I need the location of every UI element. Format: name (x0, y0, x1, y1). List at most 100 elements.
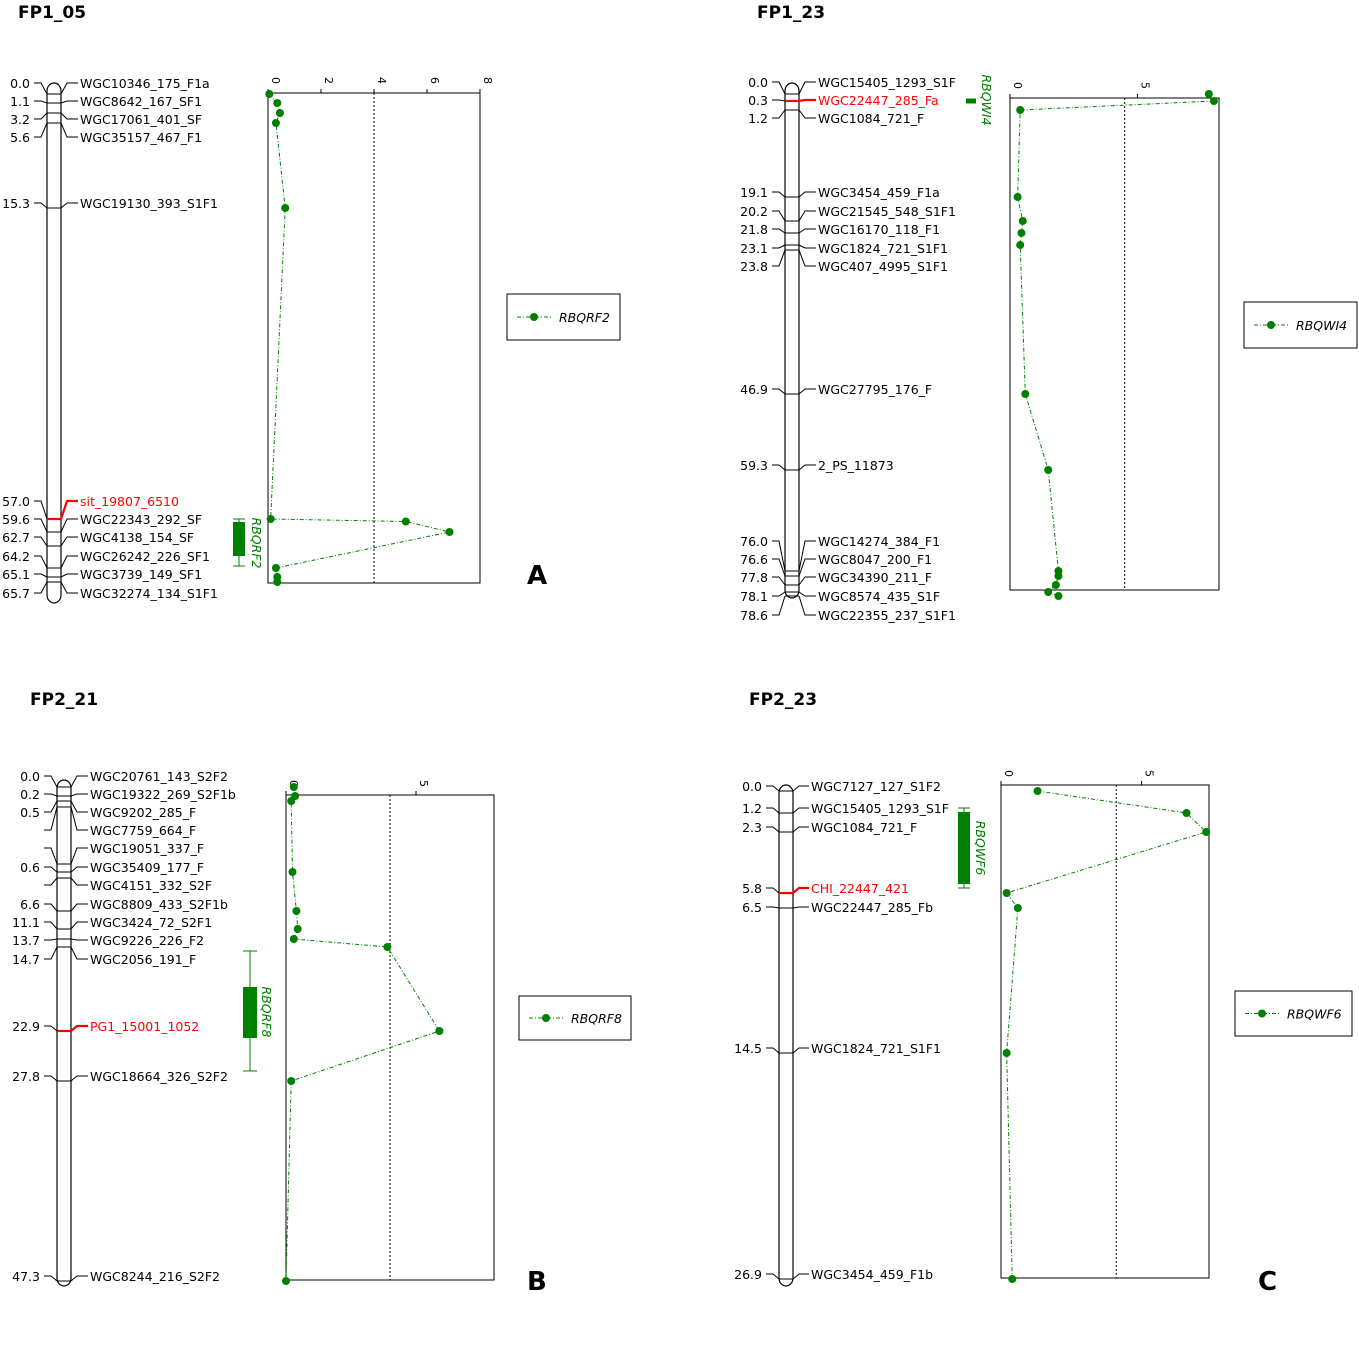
position-connector (44, 847, 58, 865)
lod-point (1008, 1275, 1017, 1283)
lod-point (1204, 90, 1213, 98)
marker-position: 65.7 (2, 586, 30, 601)
marker-name: WGC18664_326_S2F2 (90, 1069, 228, 1084)
legend-label: RBQWF6 (1287, 1007, 1342, 1022)
marker-position: 0.0 (742, 779, 762, 794)
lod-point (1002, 889, 1011, 897)
name-connector (798, 109, 816, 119)
marker-position: 5.6 (10, 130, 30, 145)
position-connector (44, 1275, 58, 1282)
position-connector (34, 573, 48, 578)
position-connector (44, 793, 58, 797)
lod-point (273, 99, 282, 107)
lod-point (1021, 390, 1030, 398)
lod-point (275, 109, 284, 117)
legend-marker (1258, 1009, 1266, 1018)
lod-tick-label: 5 (1143, 770, 1156, 777)
lod-tick-label: 5 (417, 780, 430, 787)
lod-point (271, 119, 280, 127)
name-connector (70, 793, 88, 797)
lod-point (273, 578, 282, 586)
marker-position: 0.5 (20, 805, 40, 820)
marker-position: 3.2 (10, 112, 30, 127)
lod-profile-line (268, 93, 450, 582)
lod-profile-line (1017, 93, 1215, 597)
position-connector (772, 191, 786, 198)
position-connector (772, 576, 786, 586)
chromosome-title: FP1_23 (757, 3, 825, 23)
position-connector (44, 938, 58, 941)
marker-position: 1.2 (748, 111, 768, 126)
position-connector (766, 1273, 780, 1280)
marker-name: WGC1084_721_F (811, 820, 917, 835)
qtl-interval-box (958, 812, 970, 884)
marker-position: 0.2 (20, 787, 40, 802)
name-connector (70, 938, 88, 941)
lod-point (1209, 97, 1218, 105)
name-connector (60, 112, 78, 120)
name-connector (798, 210, 816, 222)
position-connector (772, 388, 786, 395)
lod-plot-frame (1000, 784, 1210, 1279)
marker-position: 78.1 (740, 589, 768, 604)
position-connector (772, 109, 786, 119)
name-connector (798, 388, 816, 395)
marker-position: 64.2 (2, 549, 30, 564)
panel-letter: B (527, 1267, 547, 1297)
position-connector (772, 244, 786, 249)
lod-point (281, 204, 290, 212)
lod-point (1182, 809, 1191, 817)
marker-name: WGC26242_226_SF1 (80, 549, 210, 564)
name-connector (798, 244, 816, 249)
name-connector (792, 807, 809, 814)
name-connector (70, 946, 88, 960)
marker-name: WGC1824_721_S1F1 (818, 241, 948, 256)
position-connector (772, 81, 786, 95)
name-connector (798, 98, 816, 103)
name-connector (70, 775, 88, 788)
legend-box (518, 995, 632, 1041)
marker-name: WGC8244_216_S2F2 (90, 1269, 220, 1284)
marker-position: 0.6 (20, 860, 40, 875)
marker-position: 62.7 (2, 530, 30, 545)
name-connector (798, 81, 816, 95)
marker-name: WGC34390_211_F (818, 570, 932, 585)
name-connector (60, 82, 78, 95)
name-connector (70, 877, 88, 886)
name-connector (798, 464, 816, 471)
qtl-interval-box (233, 522, 245, 556)
marker-name: WGC3739_149_SF1 (80, 567, 202, 582)
qtl-label: RBQRF2 (249, 518, 264, 569)
lod-tick-label: 8 (481, 77, 494, 84)
name-connector (798, 249, 816, 267)
lod-point (287, 797, 296, 805)
position-connector (772, 249, 786, 267)
lod-point (289, 783, 298, 791)
lod-point (1013, 904, 1022, 912)
lod-point (435, 1027, 444, 1035)
marker-name: WGC20761_143_S2F2 (90, 769, 228, 784)
name-connector (70, 1024, 88, 1032)
marker-name: WGC17061_401_SF (80, 112, 202, 127)
marker-position: 1.1 (10, 94, 30, 109)
marker-position: 1.2 (742, 801, 762, 816)
marker-name: WGC22447_285_Fb (811, 900, 933, 915)
qtl-interval-box (966, 99, 976, 103)
marker-name: WGC1084_721_F (818, 111, 924, 126)
position-connector (772, 591, 786, 597)
legend-marker (530, 313, 538, 321)
lod-tick-label: 0 (1011, 82, 1024, 89)
marker-position: 6.6 (20, 897, 40, 912)
lod-plot-frame (1009, 97, 1220, 591)
lod-point (1054, 592, 1063, 600)
marker-name: WGC407_4995_S1F1 (818, 259, 948, 274)
legend-label: RBQWI4 (1296, 318, 1347, 333)
name-connector (798, 576, 816, 586)
lod-point (1013, 193, 1022, 201)
position-connector (766, 887, 780, 894)
name-connector (798, 595, 816, 616)
marker-name: 2_PS_11873 (818, 458, 894, 473)
name-connector (798, 591, 816, 597)
